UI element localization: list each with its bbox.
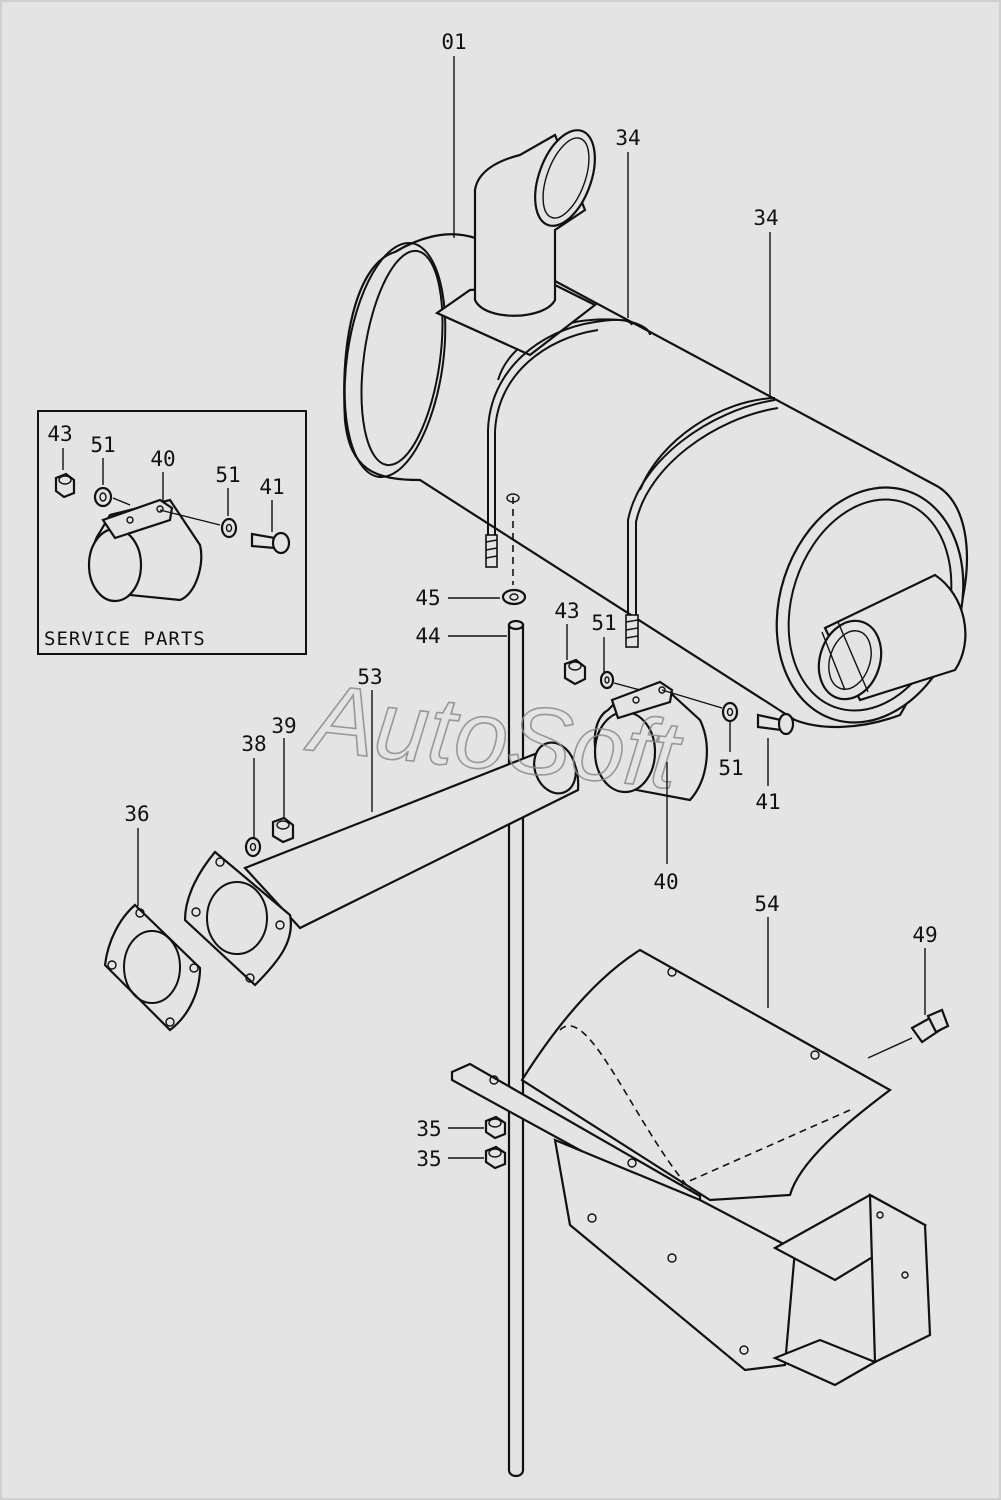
u-bolt-34-rear[interactable] bbox=[625, 399, 779, 648]
callout-40: 40 bbox=[653, 870, 678, 894]
callout-41-service: 41 bbox=[259, 475, 284, 499]
service-parts-box bbox=[37, 410, 307, 655]
nut-35-lower[interactable] bbox=[484, 1145, 507, 1170]
bracket-54[interactable] bbox=[450, 948, 932, 1387]
bolt-49[interactable] bbox=[910, 1008, 950, 1044]
u-bolt-34-front[interactable] bbox=[485, 318, 633, 568]
callout-53: 53 bbox=[357, 665, 382, 689]
callout-51-service-a: 51 bbox=[90, 433, 115, 457]
callout-51-service-b: 51 bbox=[215, 463, 240, 487]
callout-38: 38 bbox=[241, 732, 266, 756]
washer-45[interactable] bbox=[501, 588, 527, 606]
callout-54: 54 bbox=[754, 892, 779, 916]
callout-49: 49 bbox=[912, 923, 937, 947]
callout-34-front: 34 bbox=[615, 126, 640, 150]
callout-35-lower: 35 bbox=[416, 1147, 441, 1171]
callout-39: 39 bbox=[271, 714, 296, 738]
callout-44: 44 bbox=[415, 624, 440, 648]
bolt-41[interactable] bbox=[756, 712, 795, 736]
bolt-41-service[interactable] bbox=[250, 531, 291, 555]
leader-lines bbox=[62, 56, 926, 1159]
gasket-36[interactable] bbox=[103, 903, 202, 1032]
clamp-40[interactable] bbox=[593, 680, 708, 802]
callout-51-upper: 51 bbox=[591, 611, 616, 635]
washer-51-upper[interactable] bbox=[599, 670, 615, 690]
muffler-01[interactable] bbox=[331, 122, 993, 747]
callout-43: 43 bbox=[554, 599, 579, 623]
washer-51-service-a[interactable] bbox=[93, 486, 113, 508]
callout-41: 41 bbox=[755, 790, 780, 814]
service-parts-title: SERVICE PARTS bbox=[44, 628, 206, 650]
exhaust-pipe-53[interactable] bbox=[183, 737, 583, 987]
clamp-40-service[interactable] bbox=[87, 498, 203, 603]
washer-38[interactable] bbox=[244, 836, 262, 858]
washer-51-service-b[interactable] bbox=[220, 517, 238, 539]
nut-35-upper[interactable] bbox=[484, 1115, 507, 1140]
callout-43-service: 43 bbox=[47, 422, 72, 446]
nut-43[interactable] bbox=[563, 658, 587, 686]
callout-40-service: 40 bbox=[150, 447, 175, 471]
callout-36: 36 bbox=[124, 802, 149, 826]
callout-labels: 01 34 34 43 51 40 51 41 45 44 43 51 53 3… bbox=[47, 30, 937, 1171]
callout-51-lower: 51 bbox=[718, 756, 743, 780]
callout-01: 01 bbox=[441, 30, 466, 54]
bolt-49-leader-line bbox=[867, 1037, 913, 1059]
callout-34-rear: 34 bbox=[753, 206, 778, 230]
support-rod-44[interactable] bbox=[507, 619, 525, 1478]
callout-35-upper: 35 bbox=[416, 1117, 441, 1141]
bolt-hole-marker bbox=[506, 493, 520, 503]
nut-39[interactable] bbox=[271, 816, 295, 844]
nut-43-service[interactable] bbox=[54, 472, 76, 499]
washer-51-lower[interactable] bbox=[721, 701, 739, 723]
callout-45: 45 bbox=[415, 586, 440, 610]
